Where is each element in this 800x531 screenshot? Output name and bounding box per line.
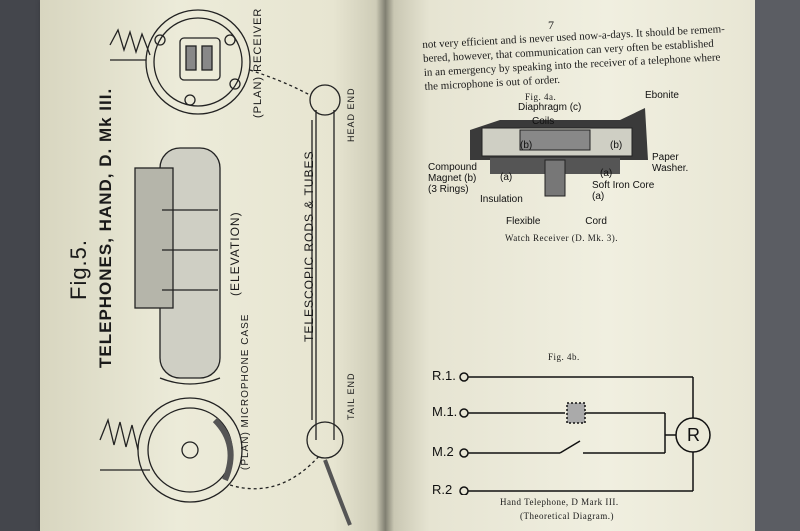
- part-soft-iron-core: Soft Iron Core (a): [592, 180, 655, 202]
- part-diaphragm: Diaphragm (c): [518, 102, 582, 113]
- watch-receiver-diagram: [470, 108, 648, 197]
- fig5-number: Fig.5.: [66, 238, 91, 300]
- callout-a: (a): [500, 172, 513, 183]
- terminal-label: M.1.: [432, 404, 458, 419]
- label-plan-microphone: (PLAN) MICROPHONE CASE: [240, 313, 251, 470]
- circuit-diagram: [459, 372, 711, 495]
- label-head-end: HEAD END: [346, 87, 356, 142]
- receiver-symbol: R: [687, 425, 700, 445]
- part-compound-magnet: Compound Magnet (b) (3 Rings): [428, 162, 477, 195]
- part-coils: Coils: [532, 116, 555, 127]
- label-tail-end: TAIL END: [346, 372, 356, 420]
- terminal-label: R.1.: [432, 368, 456, 383]
- label-plan-receiver: (PLAN) RECEIVER: [252, 7, 264, 118]
- fig4a-label: Fig. 4a.: [525, 92, 557, 102]
- page-number: 7: [548, 18, 554, 32]
- right-page: [385, 0, 755, 531]
- label-elevation: (ELEVATION): [228, 211, 242, 296]
- fig4a-caption: Watch Receiver (D. Mk. 3).: [505, 233, 618, 243]
- terminal-label: R.2: [432, 482, 453, 497]
- fig4b-caption-1: Hand Telephone, D Mark III.: [500, 497, 619, 507]
- fig4b-label: Fig. 4b.: [548, 352, 580, 362]
- callout-b: (b): [610, 140, 623, 151]
- part-insulation: Insulation: [480, 194, 523, 205]
- part-paper-washer: Paper Washer.: [652, 152, 689, 174]
- terminal-label: M.2: [432, 444, 454, 459]
- book-gutter: [376, 0, 394, 531]
- callout-b: (b): [520, 140, 533, 151]
- part-flexible-cord: Flexible Cord: [506, 216, 607, 227]
- label-telescopic: TELESCOPIC RODS & TUBES: [302, 150, 316, 343]
- fig5-title: TELEPHONES, HAND, D. Mk III.: [96, 87, 115, 368]
- callout-a: (a): [600, 168, 613, 179]
- telephone-drawing: [99, 9, 352, 526]
- fig4b-caption-2: (Theoretical Diagram.): [520, 511, 614, 521]
- part-ebonite: Ebonite: [645, 90, 679, 101]
